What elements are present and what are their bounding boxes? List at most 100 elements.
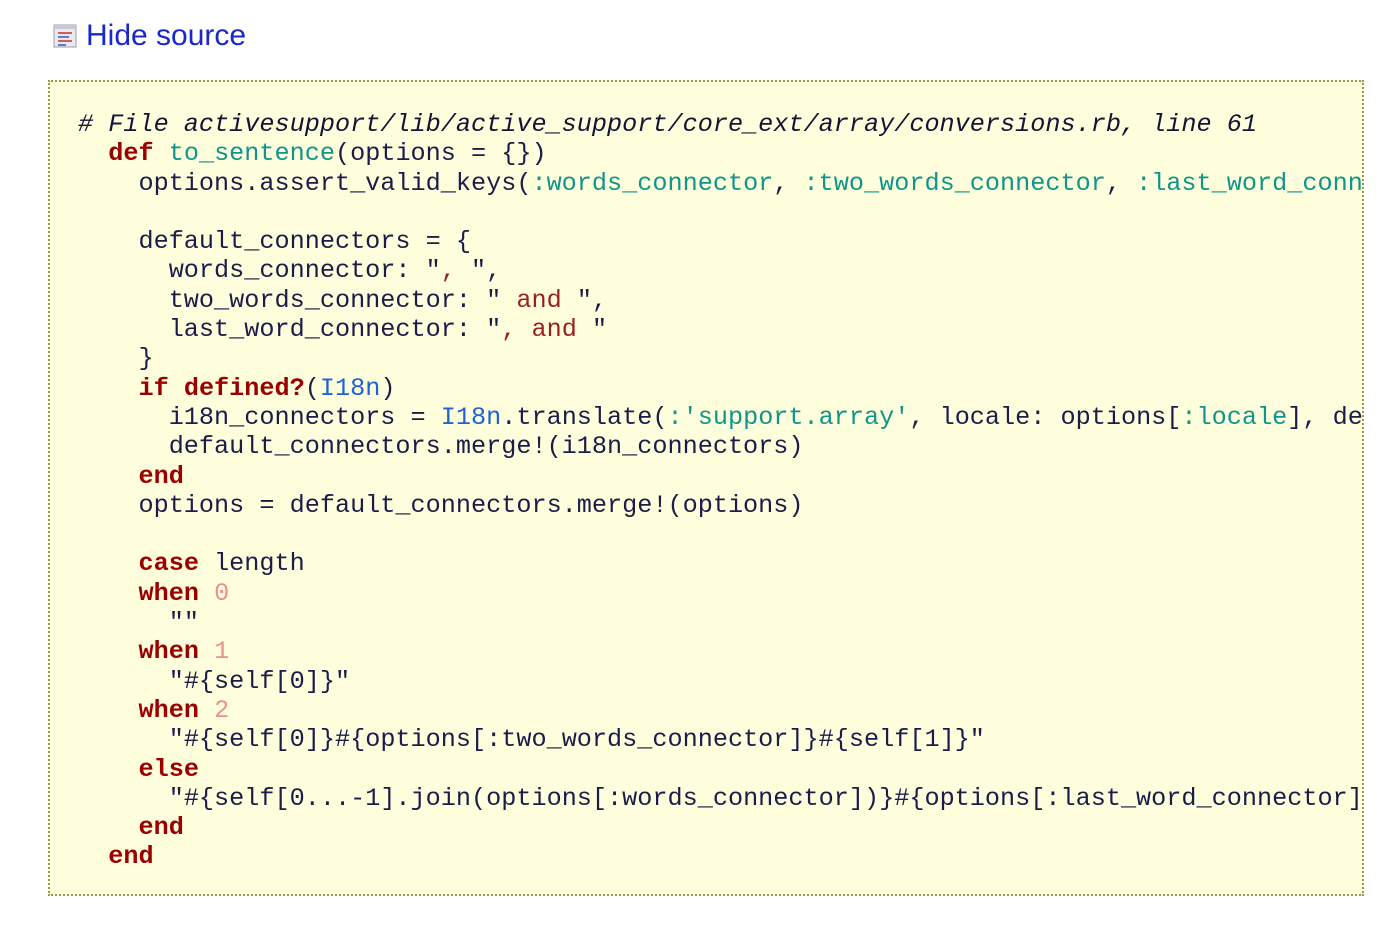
code-line: if defined?(I18n)	[78, 373, 1362, 403]
code-token-id: last_word_connector:	[78, 315, 487, 345]
code-token-kw: def	[108, 139, 154, 169]
code-token-kw: defined?	[183, 373, 305, 403]
code-token-id	[199, 637, 214, 666]
code-token-strc: ,	[440, 256, 472, 286]
code-token-str: "#{self[0]}"	[168, 666, 351, 696]
code-token-cls: I18n	[440, 402, 502, 432]
code-token-id: length	[198, 549, 305, 579]
code-token-id: }	[78, 344, 154, 374]
code-token-kw: when	[138, 637, 199, 667]
code-line: when 2	[78, 695, 1362, 725]
code-token-num: 2	[214, 695, 230, 725]
code-token-comment: # File activesupport/lib/active_support/…	[78, 110, 1257, 139]
hide-source-link[interactable]: Hide source	[86, 19, 247, 52]
code-line: "#{self[0]}#{options[:two_words_connecto…	[78, 725, 1362, 755]
code-line: case length	[78, 549, 1362, 579]
code-token-id: two_words_connector:	[78, 285, 487, 315]
code-token-kw: else	[138, 754, 199, 784]
code-token-id	[78, 842, 108, 871]
code-token-str: "	[591, 315, 608, 345]
code-line: options.assert_valid_keys(:words_connect…	[78, 168, 1363, 198]
code-line: end	[78, 813, 1362, 842]
code-token-str: "	[576, 285, 592, 315]
code-line: # File activesupport/lib/active_support/…	[78, 110, 1362, 139]
code-line: else	[78, 754, 1362, 784]
code-token-op: ,	[591, 285, 608, 315]
code-token-id	[78, 813, 138, 842]
code-token-kw: end	[108, 842, 154, 872]
code-token-id	[78, 725, 169, 754]
code-token-str: "	[486, 315, 502, 345]
code-token-id	[78, 549, 138, 578]
code-token-sym: :'support.array'	[667, 402, 910, 432]
code-token-id: default_connectors = {	[78, 227, 471, 257]
code-line: last_word_connector: ", and "	[78, 315, 1362, 345]
code-token-op: ,	[1105, 168, 1137, 198]
code-token-kw: when	[138, 695, 199, 725]
code-token-id	[78, 784, 169, 813]
code-line: ""	[78, 608, 1362, 638]
code-token-op: , locale: options[	[909, 402, 1182, 432]
code-line	[78, 198, 1362, 227]
code-token-op: .translate(	[501, 402, 668, 432]
code-token-op: ,	[773, 168, 804, 198]
code-token-id: words_connector:	[78, 256, 426, 286]
code-line: def to_sentence(options = {})	[78, 139, 1362, 169]
code-token-op: (options = {})	[334, 139, 547, 169]
code-line: i18n_connectors = I18n.translate(:'suppo…	[78, 402, 1363, 432]
code-token-strc: and	[501, 285, 577, 315]
code-line: "#{self[0]}"	[78, 666, 1362, 696]
code-token-id	[78, 755, 138, 784]
code-token-id: options.assert_valid_keys(	[78, 168, 532, 198]
source-code: # File activesupport/lib/active_support/…	[78, 110, 1364, 872]
code-token-num: 0	[214, 578, 230, 608]
code-token-op: )	[380, 373, 396, 403]
code-line: end	[78, 461, 1362, 491]
code-line: }	[78, 344, 1362, 374]
code-token-id: i18n_connectors =	[78, 402, 441, 432]
code-token-sym: :last_word_connector	[1136, 168, 1363, 198]
code-token-id	[78, 696, 138, 725]
code-token-id	[78, 608, 169, 637]
code-token-kw: if	[138, 373, 169, 403]
code-token-str: "#{self[0...-1].join(options[:words_conn…	[168, 783, 1364, 813]
code-token-str: ""	[168, 608, 199, 638]
code-token-num: 1	[214, 637, 230, 667]
code-token-id	[78, 637, 138, 666]
code-token-op: (	[304, 373, 320, 403]
code-token-kw: end	[138, 461, 184, 491]
code-line: "#{self[0...-1].join(options[:words_conn…	[78, 783, 1364, 813]
code-token-id	[78, 374, 138, 403]
code-token-cls: I18n	[319, 373, 381, 403]
code-line: default_connectors = {	[78, 227, 1362, 257]
hide-source-toggle[interactable]: Hide source	[52, 18, 246, 54]
code-token-sym: :two_words_connector	[803, 168, 1106, 198]
code-line: options = default_connectors.merge!(opti…	[78, 490, 1362, 520]
code-token-id	[199, 579, 214, 608]
code-token-str: "	[425, 256, 441, 286]
code-token-sym: :words_connector	[531, 168, 774, 198]
code-token-id: options = default_connectors.merge!(opti…	[78, 490, 804, 520]
code-line: end	[78, 842, 1362, 872]
code-token-id	[199, 696, 214, 725]
code-line	[78, 520, 1362, 549]
code-token-sym: :locale	[1181, 402, 1288, 432]
code-token-id	[78, 667, 169, 696]
code-token-id	[154, 139, 169, 168]
code-token-id	[169, 374, 184, 403]
code-token-str: "	[486, 285, 502, 315]
code-line: default_connectors.merge!(i18n_connector…	[78, 432, 1362, 462]
code-line: words_connector: ", ",	[78, 256, 1362, 286]
source-code-box: # File activesupport/lib/active_support/…	[48, 80, 1364, 896]
code-token-id	[78, 579, 138, 608]
code-token-fn: to_sentence	[168, 139, 335, 169]
code-line: when 0	[78, 578, 1362, 608]
code-token-id: default_connectors.merge!(i18n_connector…	[78, 432, 804, 462]
code-token-str: "#{self[0]}#{options[:two_words_connecto…	[168, 725, 985, 755]
code-token-kw: case	[138, 549, 199, 579]
code-line: when 1	[78, 637, 1362, 667]
code-token-kw: when	[138, 578, 199, 608]
code-token-id	[78, 462, 138, 491]
source-file-icon[interactable]	[52, 23, 78, 49]
code-token-op: ], default: {})	[1287, 402, 1363, 432]
